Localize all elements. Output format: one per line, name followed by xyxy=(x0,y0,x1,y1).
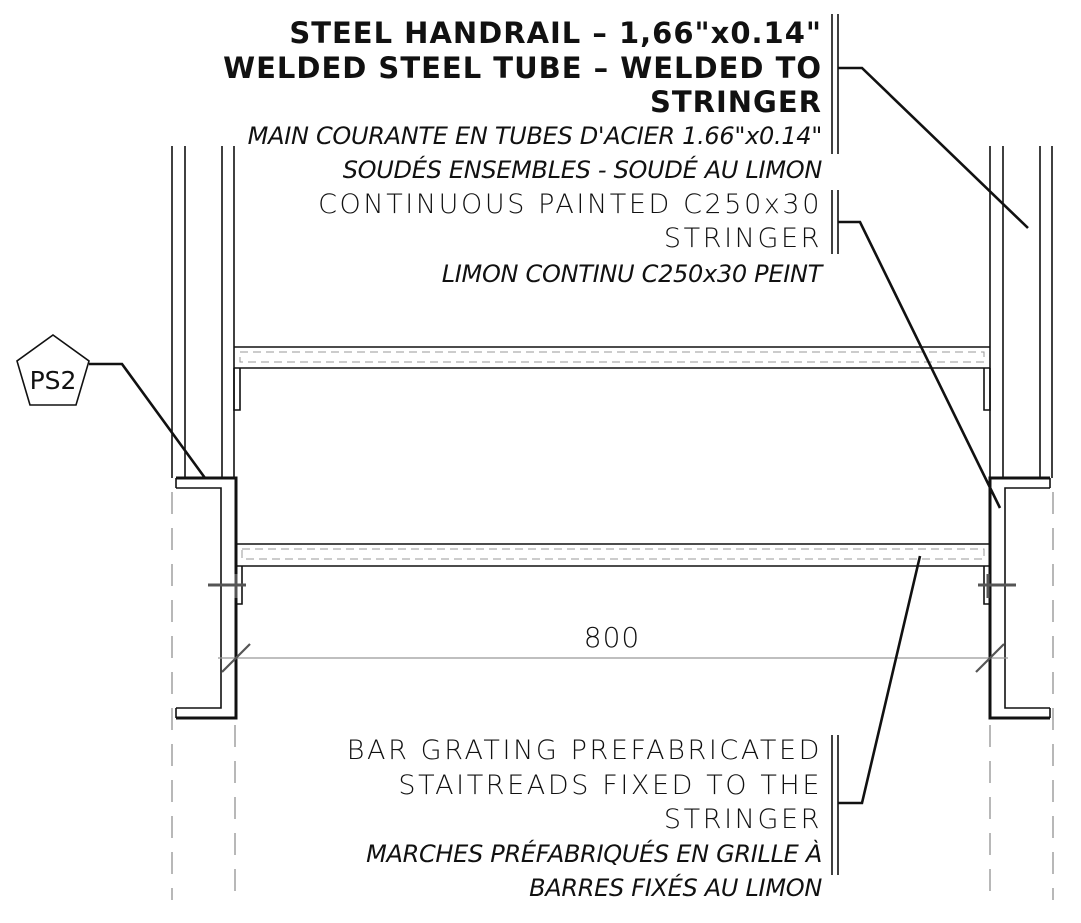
section-tag-label: PS2 xyxy=(30,366,77,395)
stringer-label-line-1: CONTINUOUS PAINTED C250x30 xyxy=(318,189,822,220)
grating-label-fr-1: MARCHES PRÉFABRIQUÉS EN GRILLE À xyxy=(366,839,822,868)
grating-callout: BAR GRATING PREFABRICATED STAITREADS FIX… xyxy=(347,555,922,902)
grating-label-line-1: BAR GRATING PREFABRICATED xyxy=(347,735,822,766)
handrail-label-line-3: STRINGER xyxy=(650,85,822,119)
handrail-label-line-2: WELDED STEEL TUBE – WELDED TO xyxy=(223,51,822,85)
handrail-label-line-1: STEEL HANDRAIL – 1,66"x0.14" xyxy=(289,16,822,50)
width-dimension: 800 xyxy=(218,621,1008,673)
left-handrail-posts xyxy=(171,146,235,478)
right-handrail-posts xyxy=(989,146,1053,478)
handrail-callout: STEEL HANDRAIL – 1,66"x0.14" WELDED STEE… xyxy=(223,14,1029,229)
dimension-value: 800 xyxy=(584,621,640,654)
right-c-channel-stringer xyxy=(988,476,1051,720)
left-c-channel-stringer xyxy=(175,476,238,720)
right-bolt xyxy=(978,574,1016,598)
handrail-label-fr-2: SOUDÉS ENSEMBLES - SOUDÉ AU LIMON xyxy=(343,155,823,184)
stringer-callout: CONTINUOUS PAINTED C250x30 STRINGER LIMO… xyxy=(318,189,1002,509)
lower-stair-tread xyxy=(235,543,991,605)
grating-label-line-2: STAITREADS FIXED TO THE xyxy=(398,770,822,801)
handrail-label-fr-1: MAIN COURANTE EN TUBES D'ACIER 1.66"x0.1… xyxy=(248,122,822,150)
section-tag: PS2 xyxy=(16,334,207,479)
grating-label-fr-2: BARRES FIXÉS AU LIMON xyxy=(529,873,822,902)
grating-label-line-3: STRINGER xyxy=(664,804,822,835)
stringer-label-fr-1: LIMON CONTINU C250x30 PEINT xyxy=(442,260,825,288)
left-bolt xyxy=(208,574,246,598)
upper-stair-tread xyxy=(233,346,991,411)
stringer-label-line-2: STRINGER xyxy=(664,223,822,254)
dashed-reference-lines xyxy=(171,492,1054,900)
